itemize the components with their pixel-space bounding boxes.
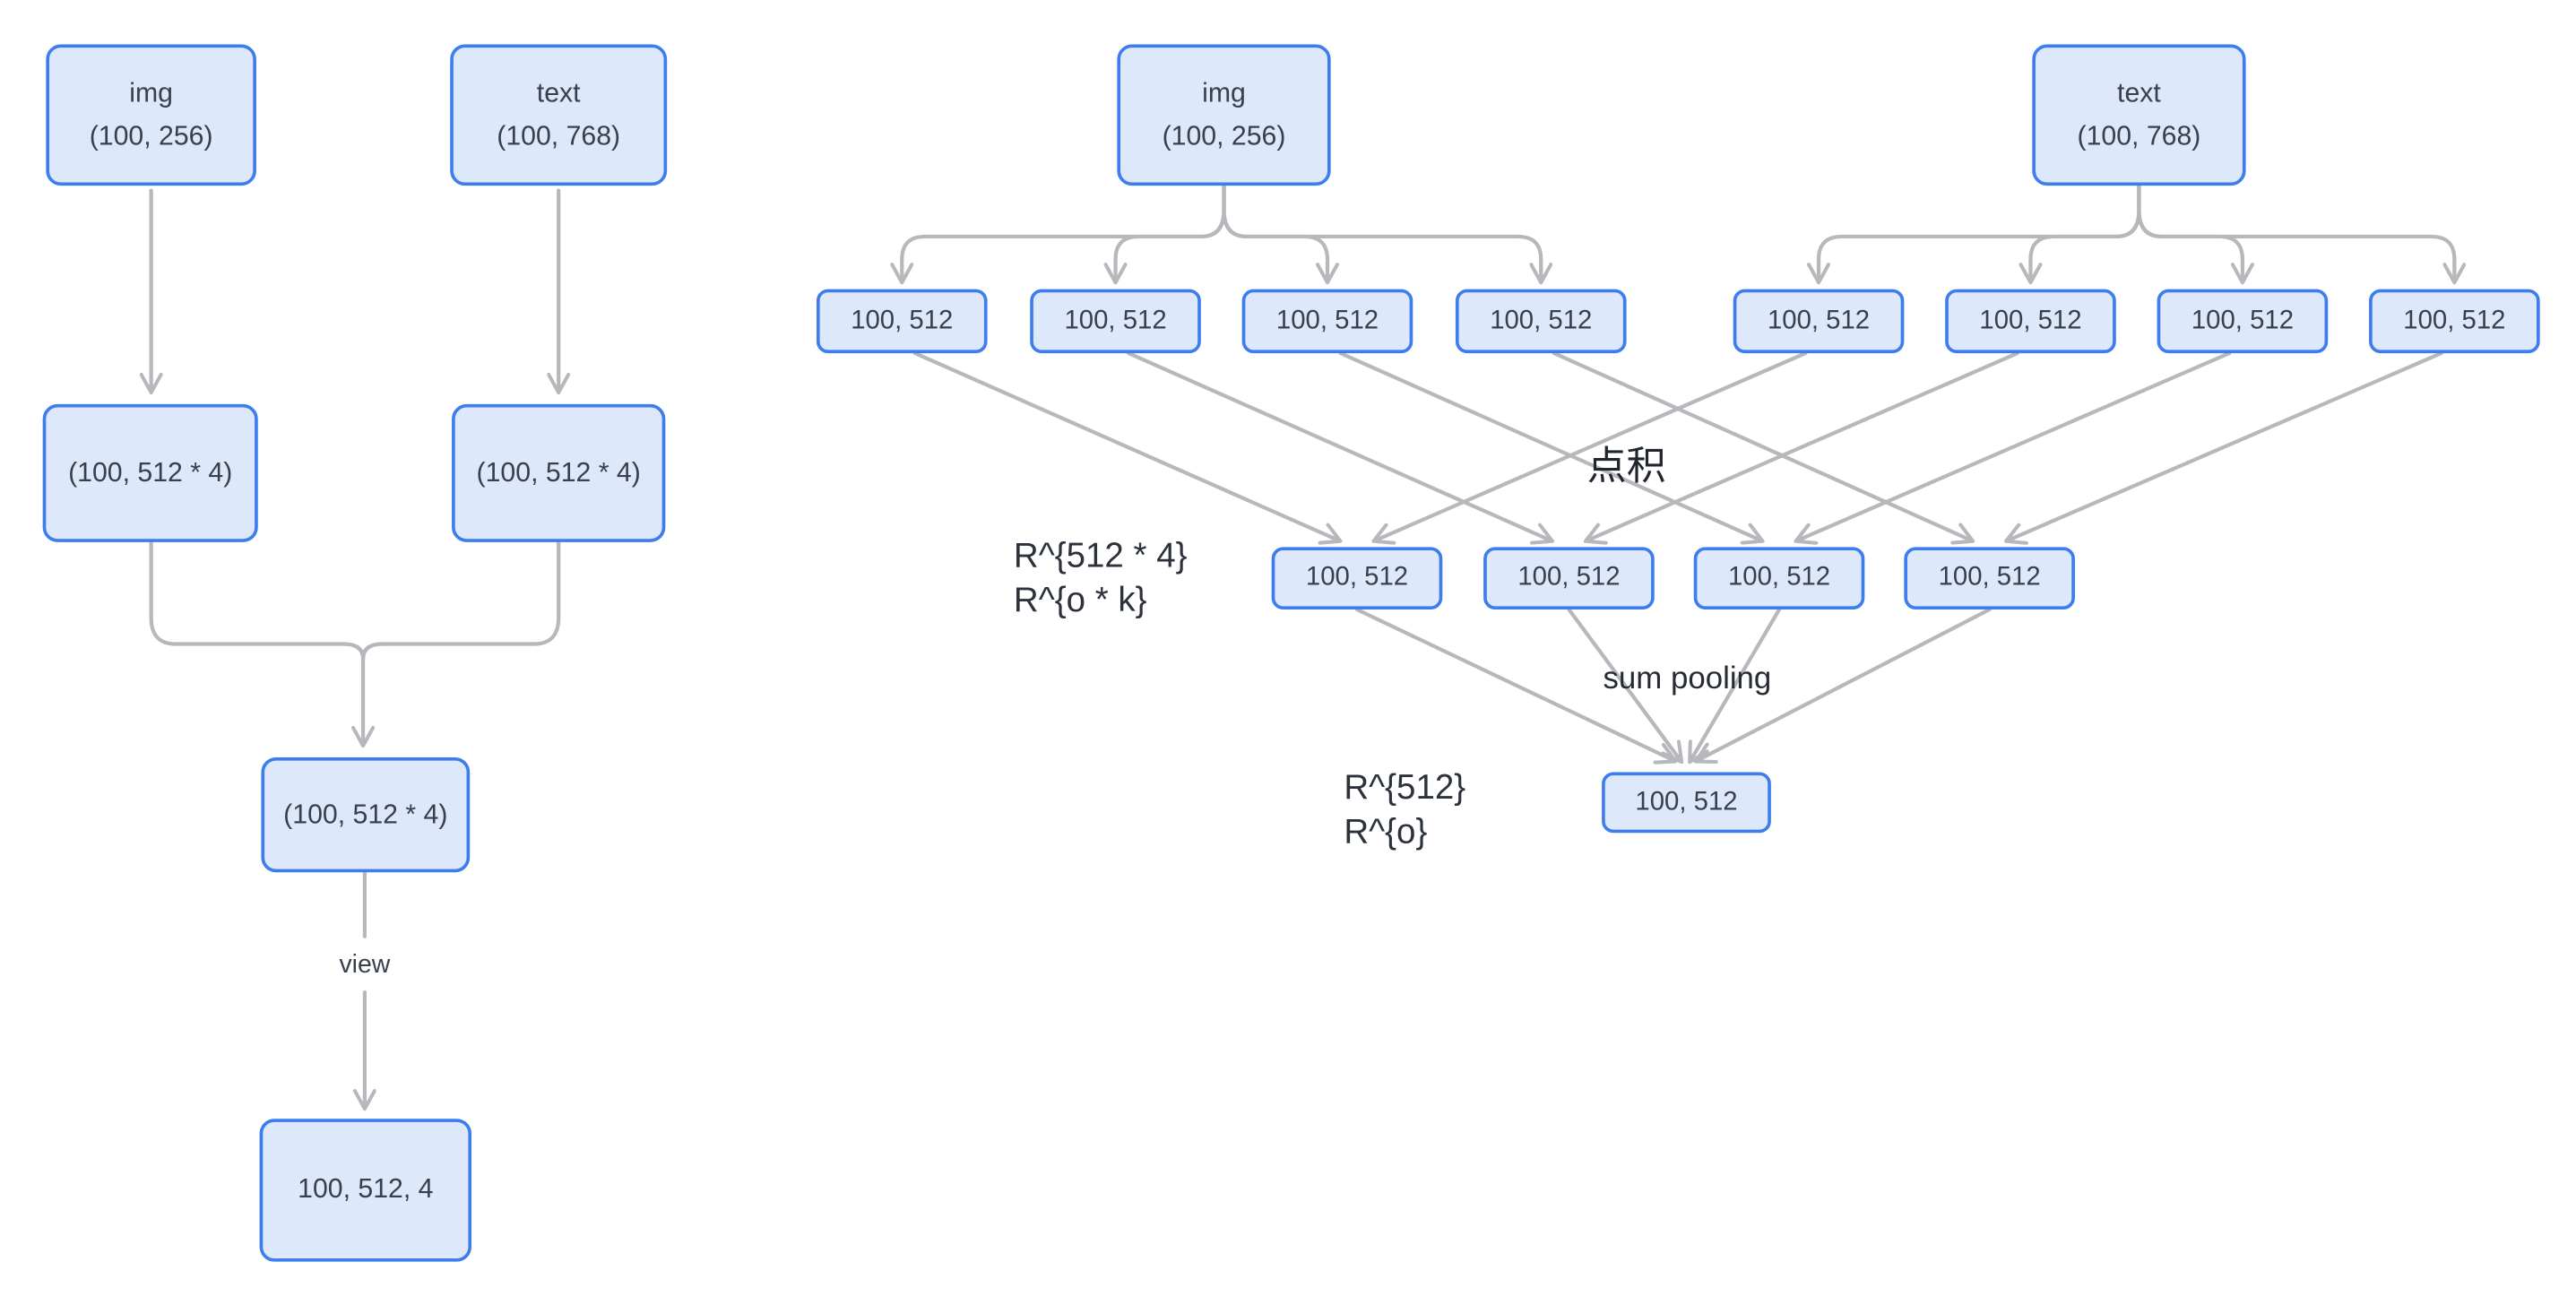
node-img-head-4: 100, 512 [1455, 289, 1627, 354]
edge-img-fan-1 [902, 184, 1226, 281]
pooled-dims-line-2: R^{o} [1344, 813, 1428, 851]
node-text-head-3: 100, 512 [2157, 289, 2329, 354]
pooled-dims-line-1: R^{512} [1344, 768, 1466, 807]
node-text-head-1-dims: 100, 512 [1767, 306, 1871, 334]
node-left-img-title: img [129, 78, 173, 108]
node-right-img-title: img [1202, 78, 1246, 108]
node-left-reshaped: 100, 512, 4 [259, 1119, 472, 1262]
node-right-text-dims: (100, 768) [2077, 121, 2201, 151]
edge-dot-img-4 [1552, 350, 1972, 540]
edge-sum-2 [1567, 607, 1681, 761]
edge-dot-text-4 [2008, 350, 2443, 540]
node-dot-result-3: 100, 512 [1693, 547, 1865, 610]
node-dot-result-4-dims: 100, 512 [1938, 563, 2041, 592]
node-dot-result-2: 100, 512 [1483, 547, 1655, 610]
node-img-head-3: 100, 512 [1241, 289, 1413, 354]
node-dot-result-4: 100, 512 [1904, 547, 2075, 610]
node-text-head-2: 100, 512 [1945, 289, 2116, 354]
pooled-dims-label: R^{512} R^{o} [1344, 765, 1465, 854]
node-img-head-1-dims: 100, 512 [851, 306, 954, 334]
proj-dims-line-1: R^{512 * 4} [1013, 537, 1188, 575]
edge-img-fan-3 [1222, 184, 1327, 281]
edge-dot-text-1 [1375, 350, 1808, 540]
dot-product-label: 点积 [1586, 444, 1666, 489]
node-right-text-title: text [2117, 78, 2161, 108]
edge-dot-text-2 [1587, 350, 2019, 540]
node-text-head-4-dims: 100, 512 [2403, 306, 2506, 334]
node-img-head-4-dims: 100, 512 [1490, 306, 1593, 334]
node-left-img-proj-dims: (100, 512 * 4) [68, 458, 233, 488]
node-pooled: 100, 512 [1602, 772, 1771, 834]
edge-sum-1 [1354, 607, 1674, 761]
edge-text-fan-4 [2137, 184, 2454, 281]
view-label: view [339, 951, 391, 980]
edge-dot-img-3 [1338, 350, 1761, 540]
sum-pooling-label: sum pooling [1603, 661, 1772, 697]
node-img-head-1: 100, 512 [816, 289, 988, 354]
node-img-head-3-dims: 100, 512 [1275, 306, 1379, 334]
edge-dot-img-2 [1127, 350, 1551, 540]
node-dot-result-2-dims: 100, 512 [1517, 563, 1621, 592]
node-right-text: text (100, 768) [2032, 44, 2246, 186]
node-pooled-dims: 100, 512 [1635, 787, 1738, 817]
node-left-text: text (100, 768) [450, 44, 668, 186]
edge-sum-3 [1690, 607, 1782, 761]
edge-left-merge-right [360, 540, 561, 661]
node-dot-result-1-dims: 100, 512 [1305, 563, 1409, 592]
edge-left-merge-left [149, 540, 366, 661]
edge-img-fan-2 [1116, 184, 1226, 281]
node-left-img-dims: (100, 256) [89, 121, 213, 151]
edge-dot-text-3 [1797, 350, 2232, 540]
node-text-head-2-dims: 100, 512 [1979, 306, 2082, 334]
node-left-img: img (100, 256) [46, 44, 256, 186]
edge-text-fan-2 [2030, 184, 2141, 281]
edge-dot-img-1 [912, 350, 1339, 540]
node-left-merged: (100, 512 * 4) [261, 756, 471, 873]
proj-dims-label: R^{512 * 4} R^{o * k} [1014, 534, 1188, 623]
node-left-merged-dims: (100, 512 * 4) [283, 799, 448, 830]
node-dot-result-3-dims: 100, 512 [1727, 563, 1831, 592]
node-left-text-proj: (100, 512 * 4) [452, 403, 666, 542]
proj-dims-line-2: R^{o * k} [1013, 581, 1147, 620]
node-img-head-2-dims: 100, 512 [1064, 306, 1167, 334]
node-text-head-4: 100, 512 [2369, 289, 2540, 354]
edge-text-fan-1 [1819, 184, 2141, 281]
edge-text-fan-3 [2137, 184, 2242, 281]
node-right-img: img (100, 256) [1117, 44, 1331, 186]
node-left-text-dims: (100, 768) [497, 121, 621, 151]
node-left-img-proj: (100, 512 * 4) [42, 403, 258, 542]
node-text-head-1: 100, 512 [1733, 289, 1905, 354]
node-text-head-3-dims: 100, 512 [2191, 306, 2294, 334]
edge-sum-4 [1697, 607, 1992, 761]
node-right-img-dims: (100, 256) [1162, 121, 1286, 151]
node-left-reshaped-dims: 100, 512, 4 [298, 1175, 434, 1206]
node-dot-result-1: 100, 512 [1271, 547, 1443, 610]
node-left-text-proj-dims: (100, 512 * 4) [476, 458, 641, 488]
node-img-head-2: 100, 512 [1030, 289, 1201, 354]
edge-img-fan-4 [1222, 184, 1542, 281]
node-left-text-title: text [536, 78, 581, 108]
